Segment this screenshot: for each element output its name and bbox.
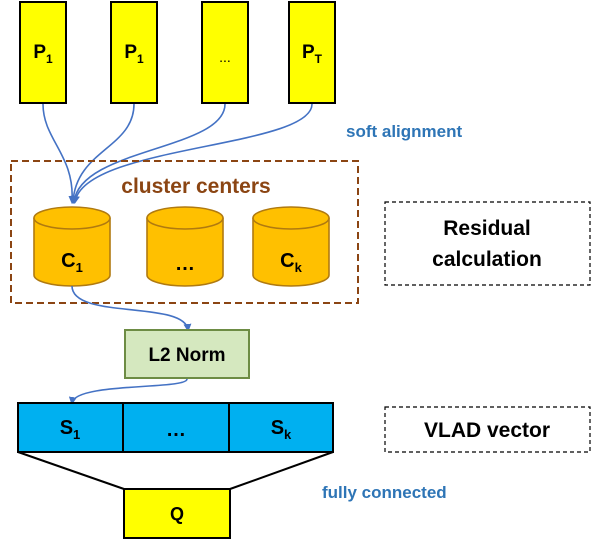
fully-connected-lines [17,451,334,490]
svg-text:P1: P1 [124,42,144,66]
svg-text:C1: C1 [61,250,83,275]
input-box-pt: PT [288,1,336,104]
vlad-vector-label-box [384,406,591,453]
cluster-center-ck: Ck [252,206,330,287]
norm-to-vlad-arrow [68,378,188,405]
vlad-vector: S1 … Sk [17,402,334,453]
residual-label-line1: Residual [443,217,531,240]
soft-alignment-arrows [42,103,313,204]
fully-connected-label: fully connected [322,483,447,502]
input-box-p1-second: P1 [110,1,158,104]
vlad-cell-sk: Sk [271,417,292,442]
center-to-norm-arrow [71,285,192,332]
input-box-ellipsis: ... [201,1,249,104]
residual-label-line2: calculation [432,248,542,271]
cluster-center-c1: C1 [33,206,111,287]
svg-text:PT: PT [302,42,323,66]
input-box-p1: P1 [19,1,67,104]
cluster-centers-box [10,160,359,304]
output-q-box: Q [123,488,231,539]
vlad-cell-s1: S1 [60,417,81,442]
svg-text:…: … [175,253,195,275]
cluster-centers-label: cluster centers [121,175,270,198]
cluster-center-ellipsis: … [146,206,224,287]
svg-text:Q: Q [170,504,184,524]
svg-text:Ck: Ck [280,250,302,275]
svg-text:P1: P1 [33,42,53,66]
svg-text:...: ... [219,49,231,65]
l2-norm-box: L2 Norm [124,329,250,379]
vlad-cell-ellipsis: … [166,419,186,441]
soft-alignment-label: soft alignment [346,122,463,141]
vlad-vector-label: VLAD vector [424,419,550,442]
residual-calculation-box [384,201,591,286]
svg-text:L2 Norm: L2 Norm [148,345,225,366]
